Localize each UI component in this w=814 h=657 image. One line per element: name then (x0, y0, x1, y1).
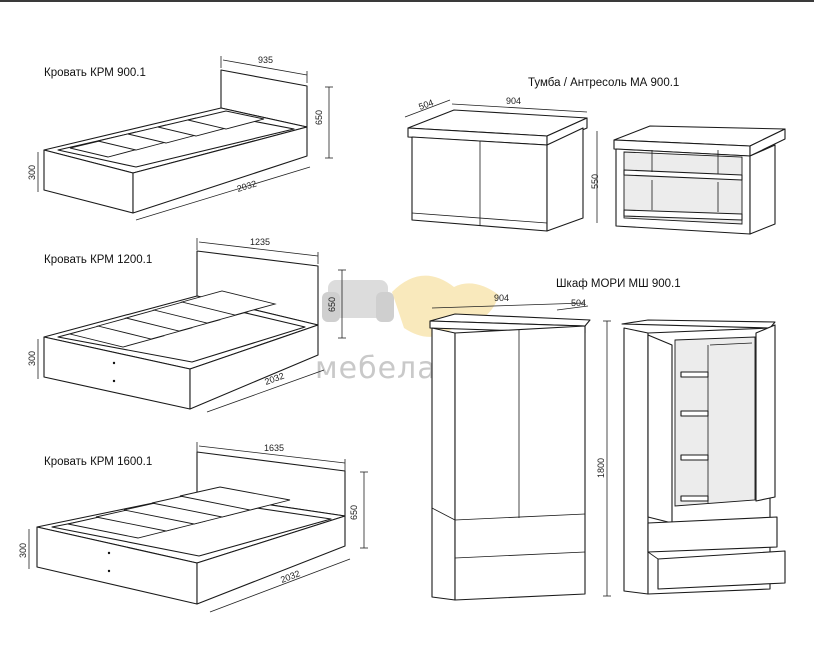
shelf (623, 169, 743, 181)
open-right-door (755, 324, 776, 502)
side-panel (546, 127, 584, 232)
dim-height: 1800 (596, 458, 606, 478)
bed-long-side (196, 515, 346, 605)
front-panel (454, 325, 586, 601)
front-panel (411, 136, 548, 232)
dim-head-height: 650 (327, 297, 337, 312)
open-side-panel (749, 144, 776, 235)
dim-width: 1635 (264, 443, 284, 453)
open-top-panel (621, 319, 776, 329)
bed-1600-drawing: Кровать КРМ 1600.1 1635 650 2032 300 (18, 442, 368, 613)
dim-height: 300 (18, 543, 28, 558)
side-panel (431, 327, 456, 601)
dim-height: 550 (590, 174, 600, 189)
dim-width: 1235 (250, 237, 270, 247)
bed-1200-drawing: Кровать КРМ 1200.1 1235 650 2032 300 (27, 237, 346, 413)
dim-width: 904 (506, 96, 521, 106)
top-border (0, 0, 814, 2)
wardrobe-title: Шкаф МОРИ МШ 900.1 (556, 278, 681, 290)
dim-length: 2032 (236, 178, 258, 193)
bed-900-title: Кровать КРМ 900.1 (44, 67, 146, 79)
drawer-bottom (657, 550, 786, 590)
dim-head-height: 650 (314, 110, 324, 125)
shelf (680, 371, 709, 378)
dim-width: 904 (494, 293, 509, 303)
dim-height: 300 (27, 351, 37, 366)
open-shelf-interior (623, 151, 743, 225)
wardrobe-drawing: Шкаф МОРИ МШ 900.1 904 504 1800 (429, 278, 786, 601)
dim-width: 935 (258, 55, 273, 65)
bed-long-side (132, 126, 308, 214)
dim-height: 300 (27, 165, 37, 180)
nightstand-drawing: Тумба / Антресоль МА 900.1 904 504 550 (404, 77, 786, 235)
bed-long-side (189, 324, 319, 410)
dim-depth: 504 (417, 97, 435, 112)
open-left-door (647, 334, 673, 524)
drawer-top (647, 516, 778, 553)
bed-900-drawing: Кровать КРМ 900.1 935 650 2032 300 (27, 55, 333, 221)
bed-1600-title: Кровать КРМ 1600.1 (44, 456, 152, 468)
bed-1200-title: Кровать КРМ 1200.1 (44, 254, 152, 266)
wardrobe-interior (674, 336, 756, 507)
dim-depth: 504 (571, 298, 586, 308)
nightstand-title: Тумба / Антресоль МА 900.1 (528, 77, 679, 89)
dim-head-height: 650 (349, 505, 359, 520)
